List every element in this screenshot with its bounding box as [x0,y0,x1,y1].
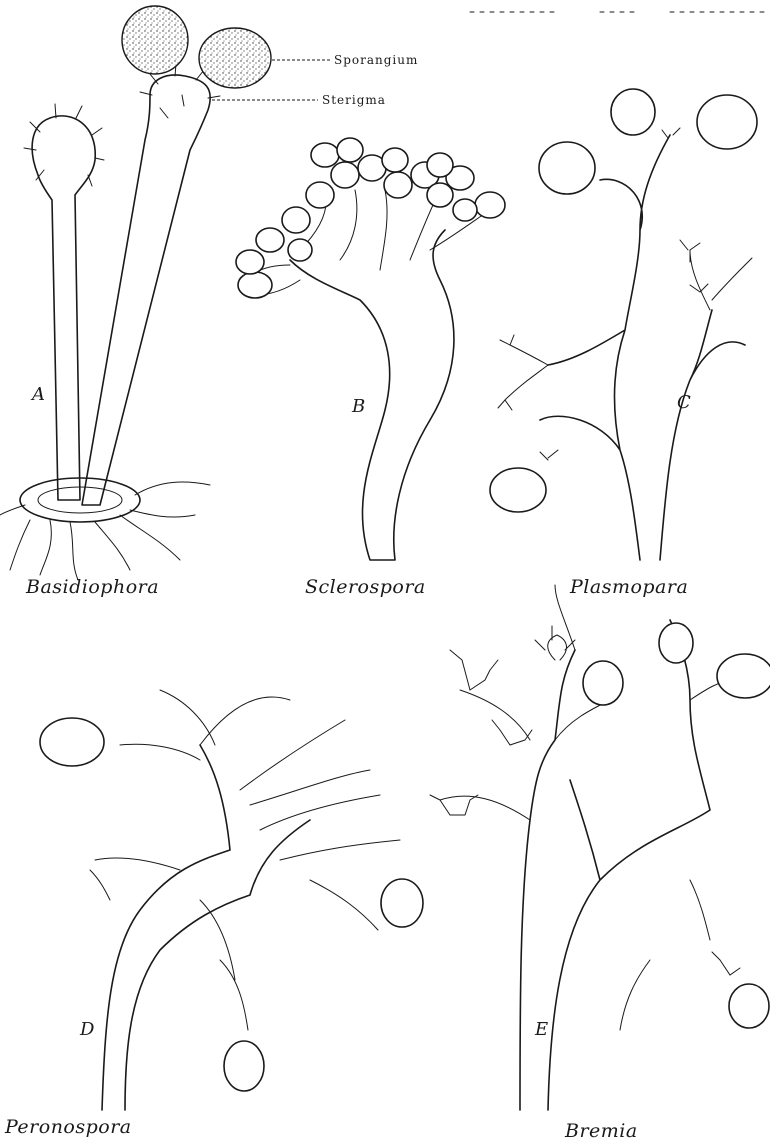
panel-d-letter: D [79,1019,95,1040]
panel-b-caption: Sclerospora [305,576,426,598]
basidiophora-right-stalk [82,64,220,505]
panel-a-caption: Basidiophora [25,576,159,598]
panel-d-caption: Peronospora [4,1116,132,1138]
sterigma-label: Sterigma [322,93,386,107]
panel-a-basidiophora: Sporangium Sterigma A Basidiophora [0,6,418,598]
peronospora-spores [40,718,423,1091]
plasmopara-secondary-branches [505,250,745,400]
panel-e-letter: E [534,1019,548,1040]
panel-e-caption: Bremia [564,1120,638,1142]
panel-b-letter: B [351,396,365,417]
panel-c-caption: Plasmopara [569,576,688,598]
peronospora-branches [90,690,400,1030]
basidiophora-left-stalk [24,104,104,500]
sporangium-right [199,28,271,88]
panel-b-sclerospora: B Sclerospora [236,138,505,598]
plasmopara-spores [490,89,757,512]
plasmopara-sterigmata [498,128,752,460]
peronospora-main-stalk [102,745,310,1110]
bremia-spores [583,623,770,1028]
sporangium-label: Sporangium [334,53,418,67]
panel-a-letter: A [30,384,45,405]
panel-e-bremia: E Bremia [430,585,770,1142]
panel-d-peronospora: D Peronospora [4,690,423,1138]
panel-c-plasmopara: C Plasmopara [490,89,757,598]
basidiophora-base [0,478,210,580]
sporangium-top [122,6,188,74]
sclerospora-stalk [290,230,454,560]
panel-c-letter: C [677,392,691,413]
plasmopara-main-stalk [540,135,745,560]
sclerospora-spores [236,138,505,298]
